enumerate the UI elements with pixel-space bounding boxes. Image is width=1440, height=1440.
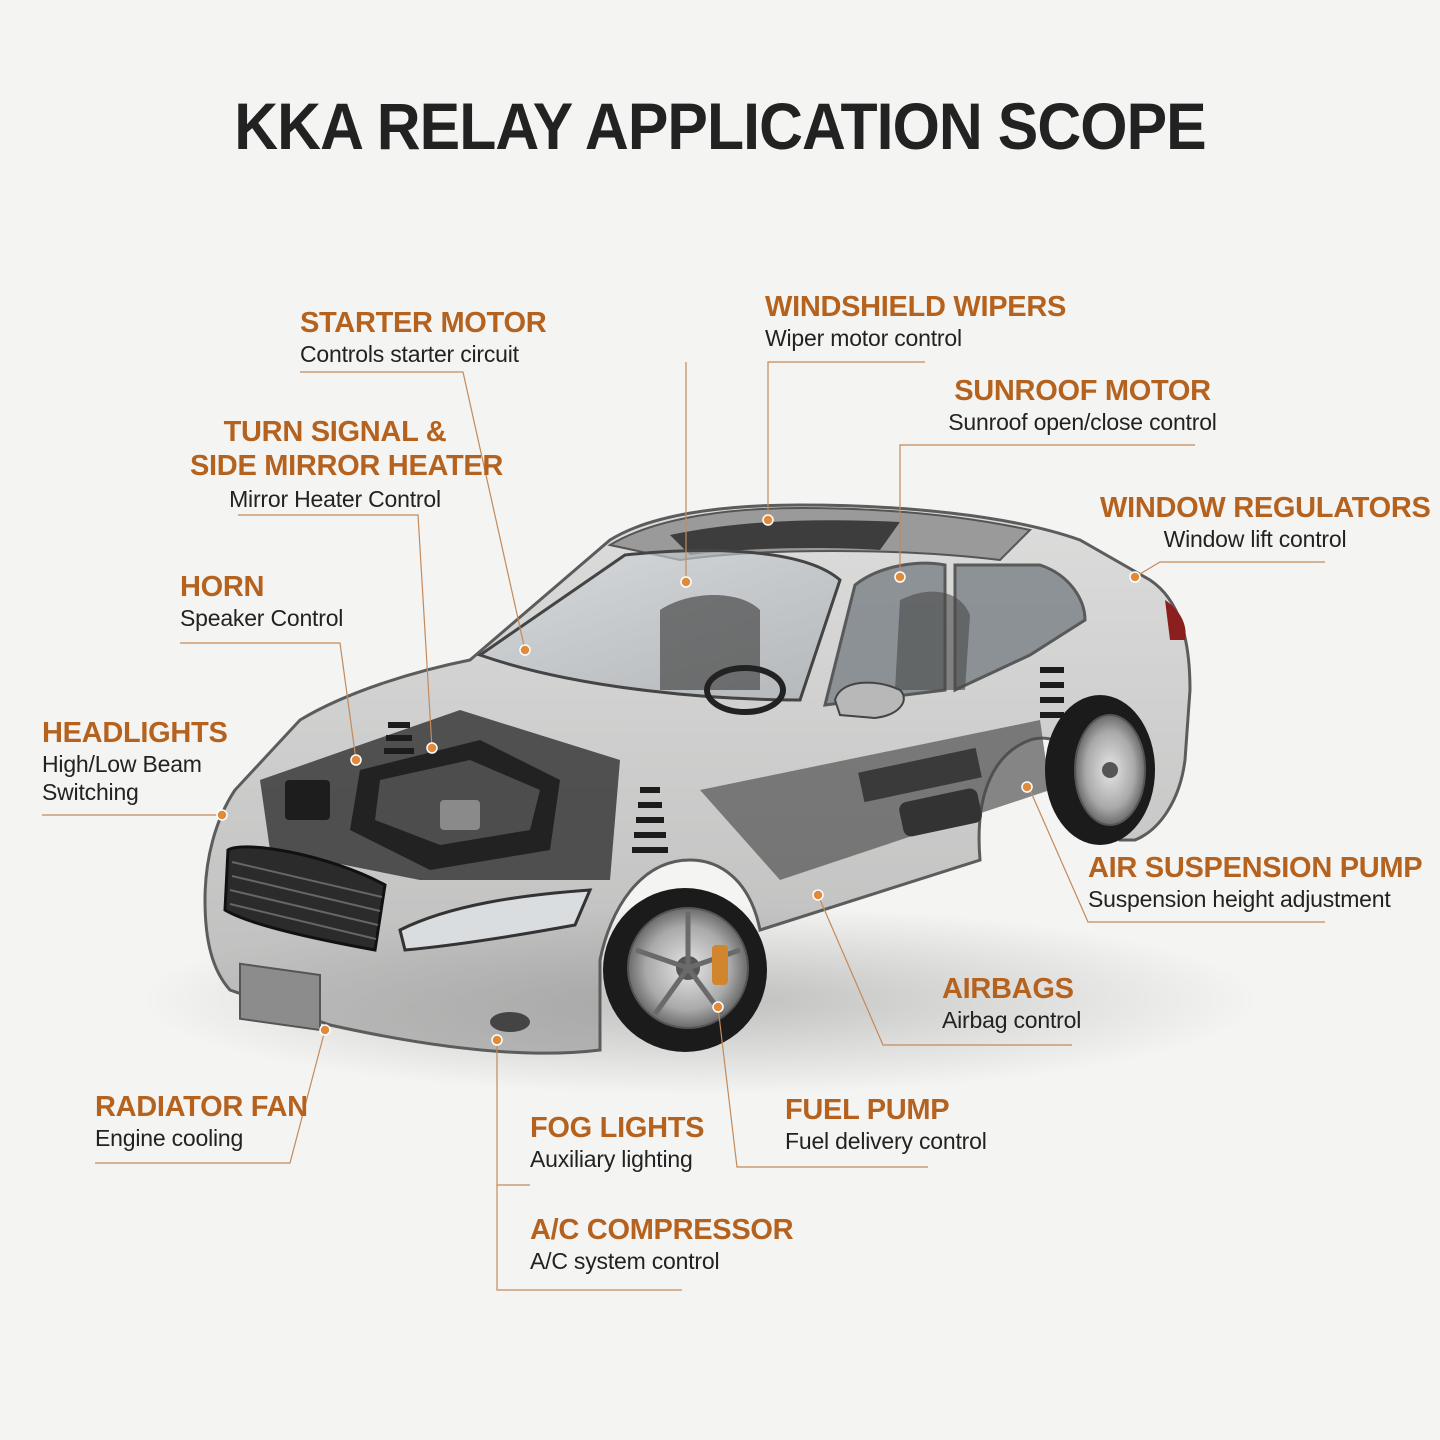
callout-description: Controls starter circuit xyxy=(300,341,519,367)
callout-heading: AIRBAGS xyxy=(942,973,1074,1005)
callout-heading: RADIATOR FAN xyxy=(95,1091,308,1123)
rear-suspension xyxy=(1040,667,1064,718)
callout-heading: HORN xyxy=(180,571,265,603)
side-mirror xyxy=(833,681,905,720)
fog-light xyxy=(490,1012,530,1032)
page-title: KKA RELAY APPLICATION SCOPE xyxy=(234,89,1206,163)
callout-fog-lights: FOG LIGHTS Auxiliary lighting xyxy=(530,1111,705,1173)
callout-description: Auxiliary lighting xyxy=(530,1146,693,1172)
callout-heading: SIDE MIRROR HEATER xyxy=(190,450,504,482)
callout-air-suspension: AIR SUSPENSION PUMP Suspension height ad… xyxy=(1088,851,1423,913)
horn-marker xyxy=(350,754,362,766)
grille xyxy=(223,845,387,952)
battery xyxy=(285,780,330,820)
headlight xyxy=(398,888,593,952)
airbags-marker xyxy=(812,889,824,901)
callout-description: Fuel delivery control xyxy=(785,1128,987,1154)
callout-description: A/C system control xyxy=(530,1248,720,1274)
callout-sunroof-motor: SUNROOF MOTOR Sunroof open/close control xyxy=(945,374,1220,436)
headlights-marker xyxy=(216,809,228,821)
callout-description: Window lift control xyxy=(1163,526,1347,552)
license-plate xyxy=(239,962,321,1032)
fuel-pump-marker xyxy=(712,1001,724,1013)
callout-window-regulators: WINDOW REGULATORS Window lift control xyxy=(1100,491,1431,553)
starter-motor-marker xyxy=(519,644,531,656)
callout-heading: TURN SIGNAL & xyxy=(223,416,447,448)
air-suspension-marker xyxy=(1021,781,1033,793)
window-regulators-marker xyxy=(1129,571,1141,583)
callout-ac-compressor: A/C COMPRESSOR A/C system control xyxy=(530,1213,794,1275)
front-suspension xyxy=(384,722,668,853)
callout-description: Wiper motor control xyxy=(765,325,962,351)
wiper-motor-marker xyxy=(680,576,692,588)
callout-headlights: HEADLIGHTS High/Low Beam Switching xyxy=(42,716,228,806)
callout-turn-signal: TURN SIGNAL & SIDE MIRROR HEATER Mirror … xyxy=(190,415,504,513)
callout-description: Mirror Heater Control xyxy=(229,486,441,512)
callout-windshield-wipers: WINDSHIELD WIPERS Wiper motor control xyxy=(765,290,1066,352)
callout-heading: WINDSHIELD WIPERS xyxy=(765,291,1067,323)
callout-description: Speaker Control xyxy=(180,605,344,631)
tail-light xyxy=(1165,600,1186,640)
sunroof-marker xyxy=(894,571,906,583)
callout-horn: HORN Speaker Control xyxy=(180,570,343,632)
callout-description: Suspension height adjustment xyxy=(1088,886,1391,912)
callout-fuel-pump: FUEL PUMP Fuel delivery control xyxy=(785,1093,987,1155)
callout-heading: FUEL PUMP xyxy=(785,1094,950,1126)
fog-lights-marker xyxy=(491,1034,503,1046)
steering-wheel xyxy=(704,665,786,715)
sunroof-glass xyxy=(670,520,900,555)
turn-signal-marker xyxy=(426,742,438,754)
windshield-wipers-marker xyxy=(762,514,774,526)
callout-description: Airbag control xyxy=(942,1007,1082,1033)
callout-heading: AIR SUSPENSION PUMP xyxy=(1088,852,1423,884)
callout-heading: HEADLIGHTS xyxy=(42,717,228,749)
callout-heading: A/C COMPRESSOR xyxy=(530,1214,794,1246)
callout-description: High/Low Beam xyxy=(42,751,202,777)
callout-heading: FOG LIGHTS xyxy=(530,1112,705,1144)
radiator-fan-marker xyxy=(319,1024,331,1036)
callout-description: Switching xyxy=(42,779,139,805)
callout-starter-motor: STARTER MOTOR Controls starter circuit xyxy=(300,306,547,368)
callout-description: Engine cooling xyxy=(95,1125,244,1151)
callout-airbags: AIRBAGS Airbag control xyxy=(942,972,1081,1034)
rear-side-window xyxy=(953,563,1087,693)
callout-heading: SUNROOF MOTOR xyxy=(954,375,1211,407)
callout-description: Sunroof open/close control xyxy=(948,409,1217,435)
callout-heading: WINDOW REGULATORS xyxy=(1100,492,1431,524)
callout-radiator-fan: RADIATOR FAN Engine cooling xyxy=(95,1090,308,1152)
callout-heading: STARTER MOTOR xyxy=(300,307,547,339)
